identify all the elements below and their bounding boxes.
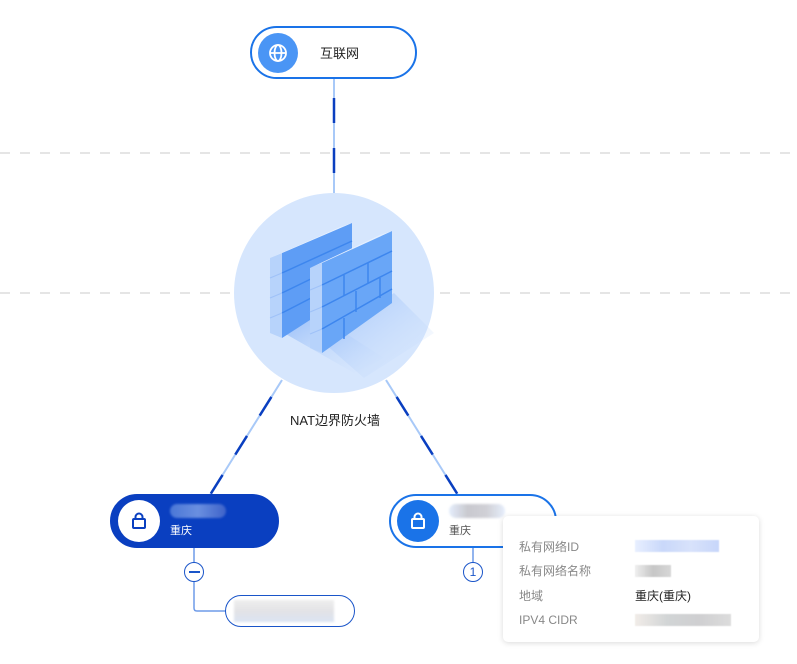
tooltip-key: IPV4 CIDR xyxy=(519,612,578,627)
vpc-region: 重庆 xyxy=(449,525,471,537)
vpc-name-redacted xyxy=(170,504,226,518)
tooltip-row-cidr: IPV4 CIDR xyxy=(519,608,759,633)
tooltip-row-vpc-name: 私有网络名称 xyxy=(519,559,759,584)
lock-icon xyxy=(118,500,160,542)
tooltip-key: 私有网络ID xyxy=(519,539,580,554)
tooltip-value-redacted xyxy=(635,540,719,553)
tooltip-value-redacted xyxy=(635,564,671,577)
vpc-name-redacted xyxy=(449,504,505,518)
vpc-node-left[interactable]: 重庆 xyxy=(110,494,279,548)
firewall-brick-wall-icon xyxy=(269,223,434,378)
vpc-region: 重庆 xyxy=(170,525,192,537)
tooltip-row-region: 地域 重庆(重庆) xyxy=(519,583,759,608)
subnet-name-redacted xyxy=(234,600,334,622)
firewall-node-label: NAT边界防火墙 xyxy=(289,413,381,428)
expand-count-button[interactable]: 1 xyxy=(463,562,483,582)
internet-node-label: 互联网 xyxy=(320,46,360,61)
tooltip-key: 私有网络名称 xyxy=(519,564,592,579)
subnet-node[interactable] xyxy=(225,595,355,627)
vpc-info-tooltip: 私有网络ID 私有网络名称 地域 重庆(重庆) IPV4 CIDR xyxy=(503,516,759,642)
tooltip-value: 重庆(重庆) xyxy=(635,588,691,603)
internet-node[interactable]: 互联网 xyxy=(250,26,417,79)
firewall-node[interactable] xyxy=(234,193,434,393)
child-count: 1 xyxy=(469,565,477,579)
minus-icon xyxy=(188,571,200,573)
link-toggle-subnet xyxy=(193,582,226,612)
collapse-toggle-button[interactable] xyxy=(184,562,204,582)
tooltip-key: 地域 xyxy=(519,588,544,603)
tooltip-row-vpc-id: 私有网络ID xyxy=(519,534,759,559)
tooltip-value-redacted xyxy=(635,613,731,626)
globe-icon xyxy=(258,32,298,73)
link-firewall-vpc-right xyxy=(384,379,460,496)
lock-icon xyxy=(397,500,439,542)
link-firewall-vpc-left xyxy=(208,379,284,496)
